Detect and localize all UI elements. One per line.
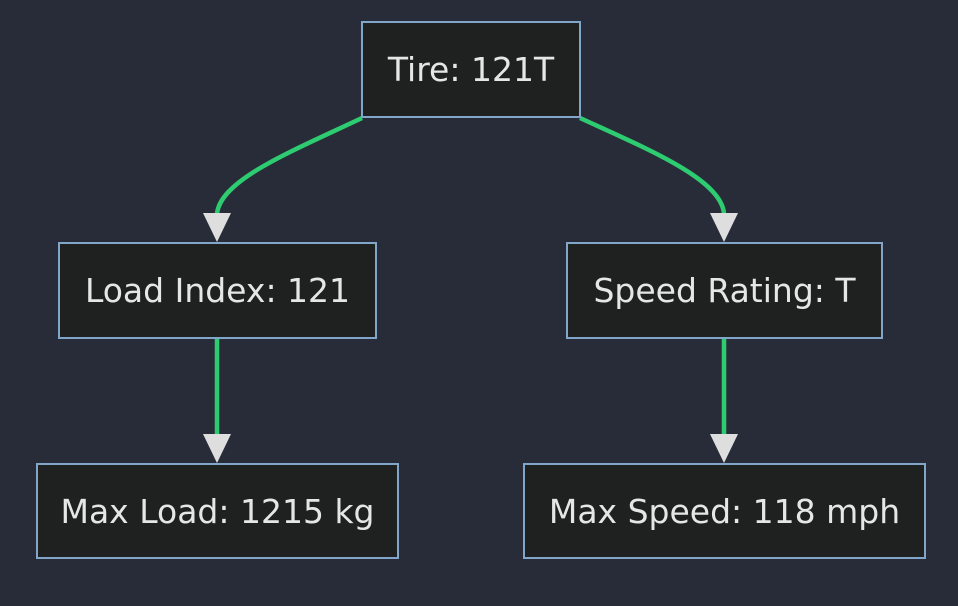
arrowhead-max-speed: [710, 434, 738, 463]
node-max-load: Max Load: 1215 kg: [36, 463, 399, 559]
node-speed-rating-label: Speed Rating: T: [593, 271, 856, 310]
edge-root-to-load-index: [214, 115, 363, 215]
node-load-index: Load Index: 121: [58, 242, 377, 339]
node-tire-label: Tire: 121T: [387, 50, 555, 89]
node-max-speed: Max Speed: 118 mph: [523, 463, 926, 559]
node-speed-rating: Speed Rating: T: [566, 242, 883, 339]
arrowhead-max-load: [203, 434, 231, 463]
edge-root-to-speed-rating: [579, 115, 727, 215]
arrowhead-load-index: [203, 213, 231, 242]
node-max-load-label: Max Load: 1215 kg: [60, 491, 375, 531]
node-tire: Tire: 121T: [361, 21, 581, 118]
node-load-index-label: Load Index: 121: [84, 271, 351, 310]
arrowhead-speed-rating: [710, 213, 738, 242]
node-max-speed-label: Max Speed: 118 mph: [548, 491, 901, 531]
